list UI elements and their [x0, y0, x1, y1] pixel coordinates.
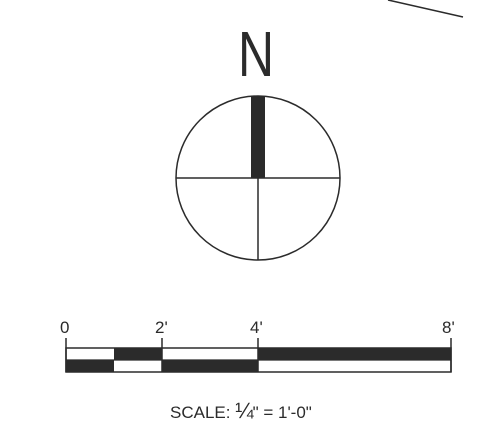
scale-caption-suffix: " = 1'-0" [252, 403, 312, 422]
scale-caption-prefix: SCALE: [170, 403, 231, 422]
scale-segment-top-4 [258, 348, 451, 360]
north-label: N [238, 18, 275, 90]
scale-label-4: 4' [250, 318, 263, 337]
scale-segment-bottom-3 [162, 360, 258, 372]
scale-label-8: 8' [442, 318, 455, 337]
north-arrow-symbol [175, 95, 341, 261]
scale-caption: SCALE: ¼" = 1'-0" [170, 398, 312, 424]
scale-label-0: 0 [60, 318, 70, 337]
scale-segment-bottom-1 [66, 360, 114, 372]
scale-segment-top-2 [114, 348, 162, 360]
corner-line [387, 0, 464, 18]
scale-label-2: 2' [155, 318, 168, 337]
graphic-scale-bar [65, 338, 452, 373]
north-pointer-bar [251, 96, 265, 178]
scale-caption-fraction: ¼ [235, 398, 253, 423]
